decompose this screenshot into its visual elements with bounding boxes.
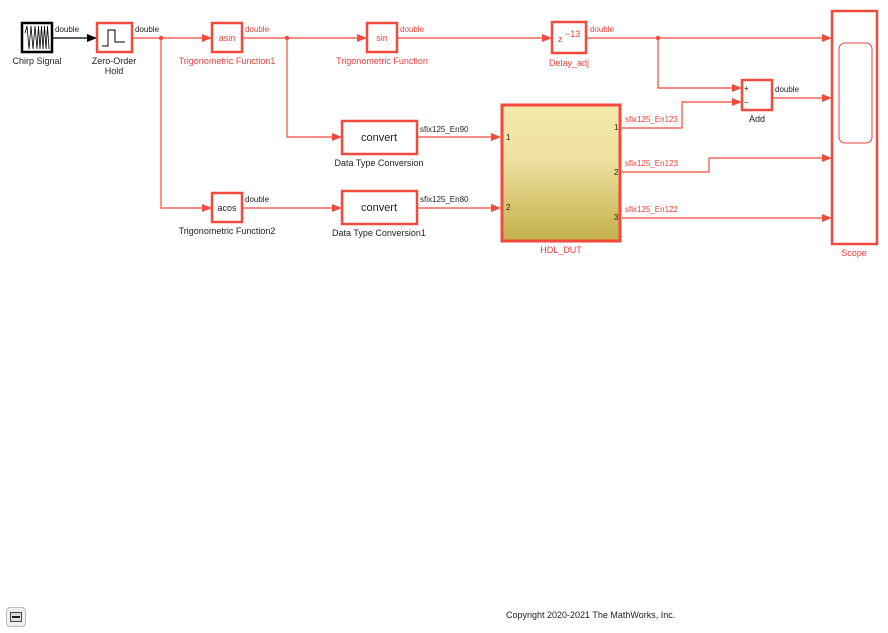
- asin-block[interactable]: asin: [210, 21, 244, 54]
- signal-label: double: [590, 25, 615, 34]
- delay-block[interactable]: z −13: [550, 20, 588, 55]
- block-text: convert: [361, 202, 397, 214]
- hdl-dut-subsystem[interactable]: 1 2 1 2 3: [500, 103, 622, 243]
- block-label: Add: [749, 114, 765, 124]
- signal-label: sfix125_En80: [420, 195, 469, 204]
- block-label: Data Type Conversion: [335, 158, 424, 168]
- wire-hdl1-add[interactable]: [622, 98, 742, 129]
- signal-label: sfix125_En122: [625, 205, 678, 214]
- minus-sign: −: [744, 98, 749, 107]
- signal-label: double: [245, 195, 270, 204]
- block-label: Chirp Signal: [12, 56, 61, 66]
- signal-label: sfix125_En123: [625, 159, 678, 168]
- chirp-signal-block[interactable]: [20, 21, 54, 54]
- sin-block[interactable]: sin: [365, 21, 399, 54]
- block-label: Hold: [105, 66, 124, 76]
- signal-label: sfix125_En123: [625, 115, 678, 124]
- acos-block[interactable]: acos: [210, 191, 244, 224]
- hide-panel-button[interactable]: [6, 607, 26, 627]
- wire-hdl2-scope[interactable]: [622, 154, 832, 173]
- signal-label: sfix125_En90: [420, 125, 469, 134]
- block-text: sin: [376, 33, 388, 43]
- branch-point: [158, 35, 164, 41]
- port-label: 1: [506, 133, 511, 142]
- port-label: 2: [614, 168, 619, 177]
- zero-order-hold-block[interactable]: [95, 21, 134, 54]
- block-label: Trigonometric Function2: [179, 226, 276, 236]
- block-label: Delay_adj: [549, 58, 589, 68]
- signal-label: double: [135, 25, 160, 34]
- collapse-icon: [10, 612, 22, 622]
- data-type-conversion1-block[interactable]: convert: [340, 189, 419, 226]
- block-label: Data Type Conversion1: [332, 228, 426, 238]
- add-block[interactable]: + −: [740, 78, 774, 112]
- plus-sign: +: [744, 84, 749, 93]
- block-label: Zero-Order: [92, 56, 137, 66]
- block-text: asin: [219, 33, 236, 43]
- port-label: 3: [614, 213, 619, 222]
- block-label: Trigonometric Function1: [179, 56, 276, 66]
- block-label: Trigonometric Function: [336, 56, 428, 66]
- step-icon: [102, 29, 125, 47]
- block-label: Scope: [841, 248, 867, 258]
- signal-label: double: [55, 25, 80, 34]
- port-label: 1: [614, 123, 619, 132]
- signal-label: double: [400, 25, 425, 34]
- branch-point: [655, 35, 661, 41]
- port-label: 2: [506, 203, 511, 212]
- signal-label: double: [775, 85, 800, 94]
- scope-block[interactable]: [830, 9, 879, 246]
- block-text: z: [558, 34, 563, 44]
- block-text: convert: [361, 132, 397, 144]
- wire-asin-conv1[interactable]: [286, 38, 342, 141]
- wire-zoh-acos[interactable]: [160, 38, 212, 212]
- data-type-conversion-block[interactable]: convert: [340, 119, 419, 156]
- block-text: −13: [565, 29, 580, 39]
- copyright-text: Copyright 2020-2021 The MathWorks, Inc.: [506, 610, 676, 620]
- signal-lines[interactable]: [53, 34, 832, 222]
- block-text: acos: [217, 203, 237, 213]
- scope-screen-icon: [838, 42, 873, 144]
- block-label: HDL_DUT: [540, 245, 582, 255]
- signal-label: double: [245, 25, 270, 34]
- branch-point: [284, 35, 290, 41]
- chirp-icon: [24, 25, 50, 50]
- wire-delay-add[interactable]: [657, 38, 742, 92]
